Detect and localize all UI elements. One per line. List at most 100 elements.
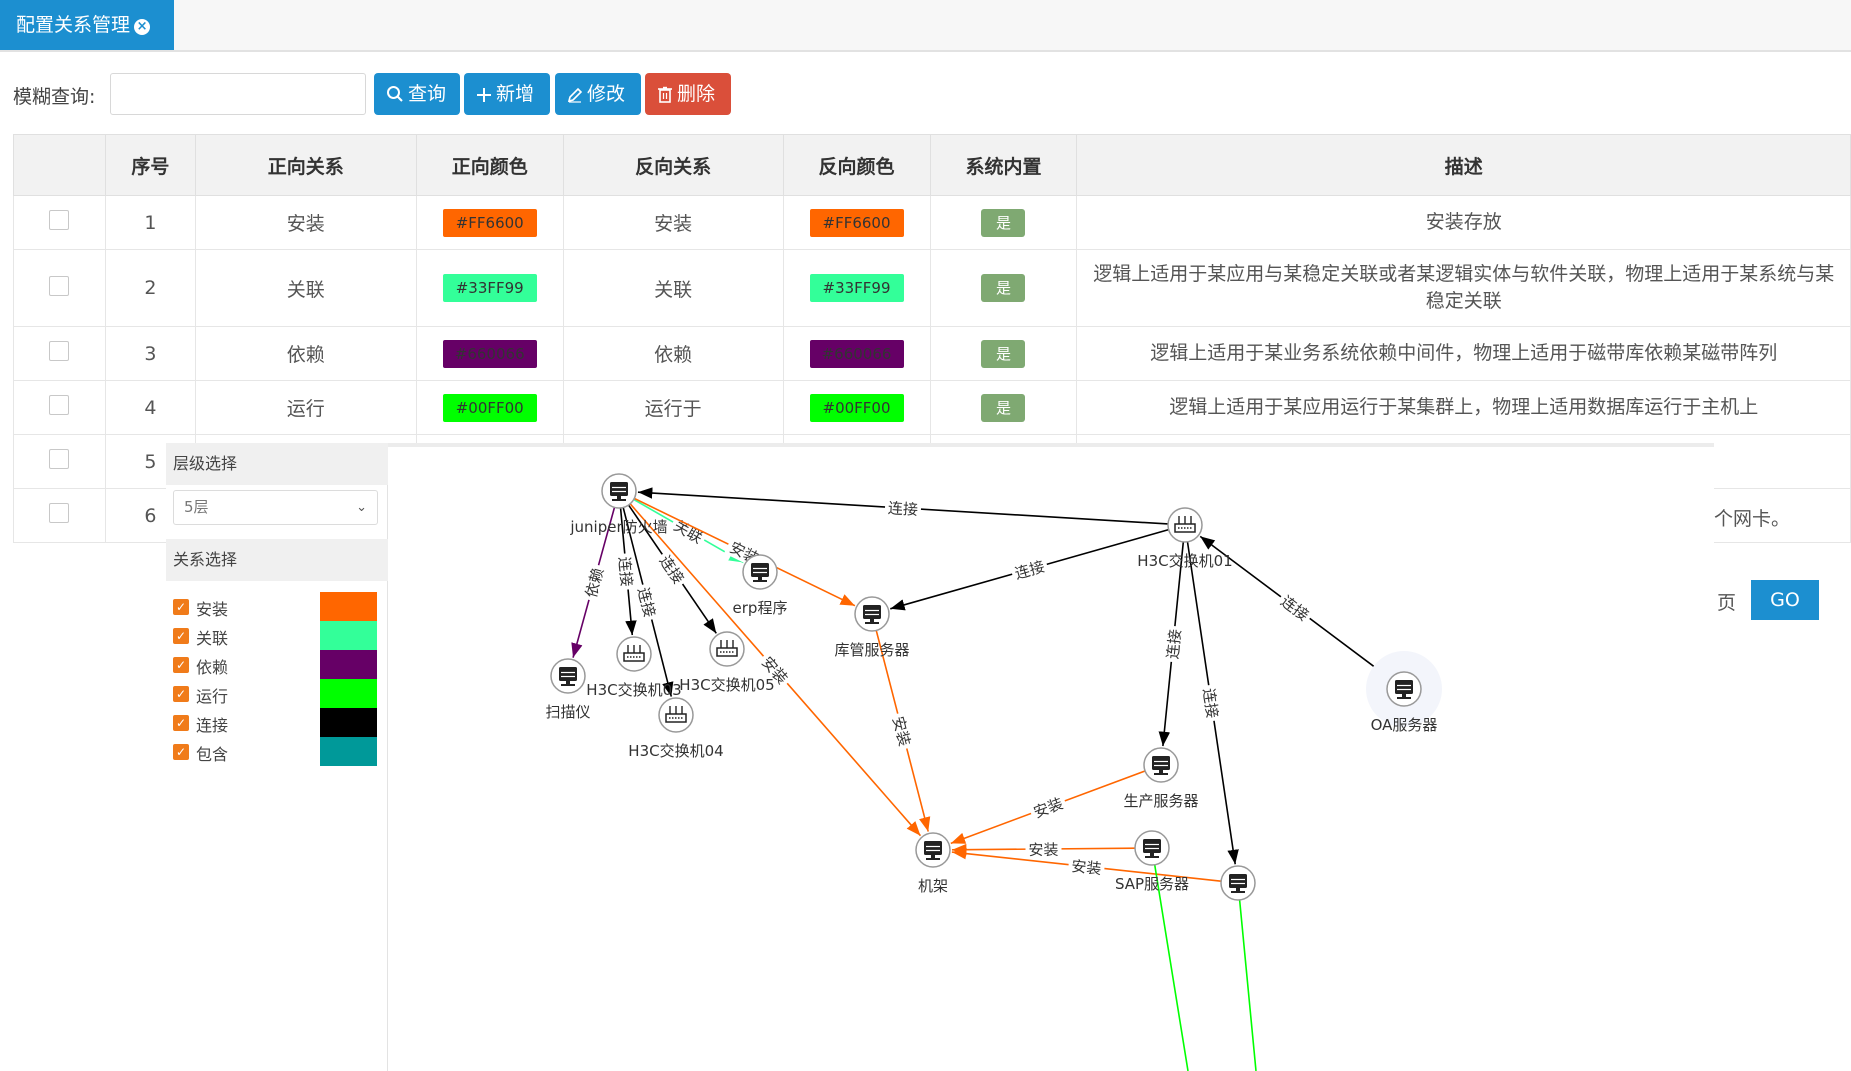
relation-color-swatch: [320, 621, 377, 650]
level-select[interactable]: 5层 ⌄: [173, 490, 378, 525]
node-label: H3C交换机03: [586, 681, 681, 699]
row-desc: 逻辑上适用于某业务系统依赖中间件，物理上适用于磁带库依赖某磁带阵列: [1076, 326, 1851, 381]
relation-checkbox[interactable]: ✓: [173, 628, 189, 644]
row-checkbox[interactable]: [49, 503, 70, 523]
row-checkbox[interactable]: [49, 210, 70, 230]
row-checkbox[interactable]: [49, 341, 70, 361]
server-icon: [559, 667, 577, 686]
search-label: 模糊查询:: [13, 86, 96, 108]
node-label: 扫描仪: [545, 703, 590, 721]
tab-config-relation[interactable]: 配置关系管理×: [0, 0, 174, 50]
builtin-badge: 是: [981, 339, 1026, 368]
relation-color-swatch: [320, 679, 377, 708]
row-no: 2: [104, 249, 196, 327]
tab-bar: 配置关系管理×: [0, 0, 1851, 52]
edge-label-bg: [1025, 838, 1062, 860]
edge-label-bg: [654, 548, 691, 590]
row-desc: 安装存放: [1076, 195, 1851, 250]
edge-label: 安装: [889, 714, 914, 748]
relation-checkbox[interactable]: ✓: [173, 599, 189, 615]
table-row[interactable]: 3 依赖 #660066 依赖 #660066 是 逻辑上适用于某业务系统依赖中…: [13, 326, 1851, 381]
graph-edge[interactable]: [1238, 899, 1257, 1071]
graph-node[interactable]: 生产服务器: [1123, 747, 1199, 810]
graph-node[interactable]: 库管服务器: [834, 596, 910, 659]
edit-button[interactable]: 修改: [555, 73, 641, 115]
relation-color-swatch: [320, 650, 377, 679]
graph-edge[interactable]: [1153, 864, 1189, 1071]
edge-label: 连接: [1199, 687, 1221, 719]
topology-graph[interactable]: 连接关联安装依赖连接连接连接安装连接连接连接连接安装安装安装安装 juniper…: [388, 443, 1714, 1071]
table-row[interactable]: 4 运行 #00FF00 运行于 #00FF00 是 逻辑上适用于某应用运行于某…: [13, 380, 1851, 435]
graph-node[interactable]: H3C交换机03: [586, 636, 682, 699]
col-header: 序号: [104, 134, 196, 196]
graph-node[interactable]: H3C交换机04: [628, 697, 724, 760]
reverse-color-swatch: #33FF99: [809, 274, 904, 302]
table-row[interactable]: 1 安装 #FF6600 安装 #FF6600 是 安装存放: [13, 195, 1851, 250]
toolbar: 模糊查询: 查询 新增 修改 删除: [0, 70, 1851, 118]
relation-checkbox[interactable]: ✓: [173, 744, 189, 760]
level-section-title: 层级选择: [166, 443, 388, 485]
graph-node[interactable]: juniper防火墙: [569, 473, 668, 536]
edge-label-bg: [668, 513, 710, 549]
relation-checkbox[interactable]: ✓: [173, 657, 189, 673]
relation-filter-row[interactable]: ✓包含: [173, 737, 383, 767]
tab-title: 配置关系管理: [16, 14, 131, 36]
edge-label: 安装: [1028, 841, 1058, 859]
relation-filter-row[interactable]: ✓ 运行: [173, 679, 383, 709]
relation-filter-row[interactable]: ✓关联: [173, 621, 383, 651]
server-icon: [1143, 839, 1161, 858]
graph-node[interactable]: [1220, 865, 1256, 901]
server-icon: [924, 841, 942, 860]
go-button[interactable]: GO: [1751, 580, 1819, 620]
query-button[interactable]: 查询: [374, 73, 460, 115]
graph-node[interactable]: SAP服务器: [1115, 830, 1189, 893]
graph-node[interactable]: OA服务器: [1366, 651, 1442, 734]
node-label: SAP服务器: [1115, 875, 1189, 893]
edge-label: 连接: [887, 499, 918, 519]
search-input[interactable]: [110, 73, 366, 115]
edge-label-bg: [1009, 554, 1050, 584]
relation-filter-row[interactable]: ✓ 依赖: [173, 650, 383, 680]
graph-node[interactable]: 机架: [915, 832, 951, 895]
row-checkbox[interactable]: [49, 395, 70, 415]
relation-filter-row[interactable]: ✓连接: [173, 708, 383, 738]
graph-node[interactable]: H3C交换机05: [679, 631, 775, 694]
builtin-badge: 是: [981, 208, 1026, 237]
row-checkbox[interactable]: [49, 275, 70, 296]
relation-filter-row[interactable]: ✓安装: [173, 592, 383, 622]
reverse-color-swatch: #660066: [809, 339, 904, 368]
graph-node[interactable]: 扫描仪: [545, 658, 591, 721]
col-header: 正向颜色: [415, 134, 564, 196]
edge-label-bg: [888, 711, 917, 751]
col-header: 描述: [1076, 134, 1851, 196]
graph-node[interactable]: erp程序: [733, 554, 788, 617]
add-button[interactable]: 新增: [464, 73, 550, 115]
query-label: 查询: [408, 83, 447, 105]
node-label: 生产服务器: [1123, 792, 1198, 810]
switch-icon: [623, 645, 645, 662]
relation-name: 依赖: [196, 658, 229, 677]
plus-icon: [477, 88, 491, 102]
close-icon[interactable]: ×: [134, 19, 151, 35]
row-forward: 关联: [194, 249, 417, 327]
graph-node[interactable]: H3C交换机01: [1137, 507, 1233, 570]
level-select-value: 5层: [184, 498, 209, 516]
forward-color-swatch: #660066: [442, 339, 537, 368]
col-header: 系统内置: [929, 134, 1078, 196]
row-no: 3: [104, 326, 196, 381]
builtin-badge: 是: [981, 274, 1026, 302]
edge-label-bg: [579, 562, 609, 603]
server-icon: [863, 605, 881, 624]
relation-name: 运行: [196, 687, 229, 706]
chevron-down-icon: ⌄: [356, 500, 367, 515]
relation-checkbox[interactable]: ✓: [173, 686, 189, 702]
edge-label-bg: [1198, 683, 1224, 723]
row-forward: 安装: [194, 195, 417, 250]
row-checkbox[interactable]: [49, 449, 70, 469]
edge-label-bg: [633, 582, 662, 622]
delete-button[interactable]: 删除: [645, 73, 731, 115]
table-row[interactable]: 2 关联 #33FF99 关联 #33FF99 是 逻辑上适用于某应用与某稳定关…: [13, 249, 1851, 327]
server-icon: [610, 482, 628, 501]
relation-checkbox[interactable]: ✓: [173, 715, 189, 731]
server-icon: [1229, 874, 1247, 893]
